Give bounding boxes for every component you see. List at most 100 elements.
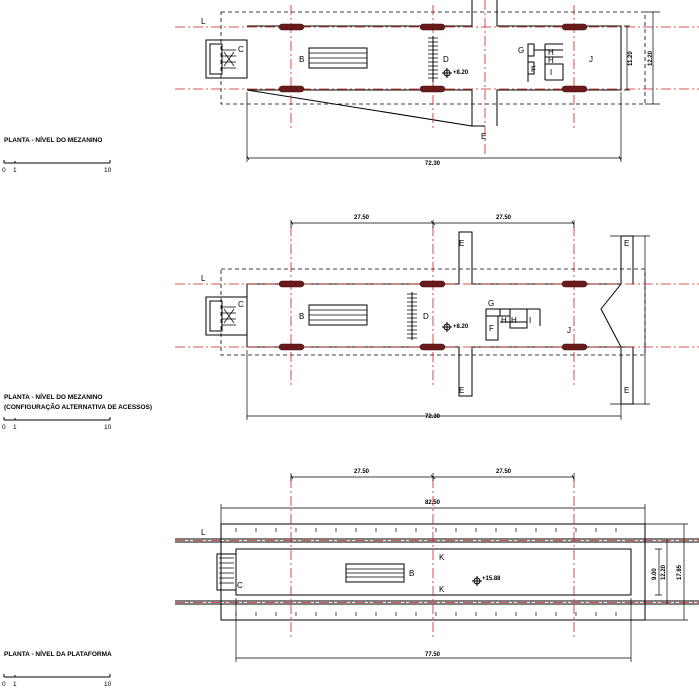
svg-text:C: C xyxy=(238,300,244,309)
svg-text:+15.88: +15.88 xyxy=(482,576,501,582)
svg-text:G: G xyxy=(488,299,494,308)
svg-text:27.50: 27.50 xyxy=(354,469,370,475)
svg-text:H: H xyxy=(548,48,554,57)
svg-text:B: B xyxy=(299,55,304,64)
dimension-lines xyxy=(220,473,688,662)
svg-text:10: 10 xyxy=(104,424,112,431)
svg-text:9.00: 9.00 xyxy=(652,568,658,580)
svg-text:E: E xyxy=(481,132,486,141)
level-marker: +8.20 xyxy=(442,68,469,78)
svg-text:I: I xyxy=(550,68,552,77)
edge-ticks xyxy=(235,528,617,532)
rooms-ghif xyxy=(485,308,541,341)
column xyxy=(278,280,305,288)
svg-text:L: L xyxy=(201,274,206,283)
escalator xyxy=(308,304,368,326)
svg-text:82.50: 82.50 xyxy=(425,500,441,506)
svg-text:B: B xyxy=(409,569,414,578)
svg-text:D: D xyxy=(443,55,449,64)
svg-text:B: B xyxy=(299,312,304,321)
column xyxy=(561,85,588,93)
column xyxy=(278,85,305,93)
svg-text:+8.20: +8.20 xyxy=(453,324,469,330)
column xyxy=(561,280,588,288)
mezzanine-body xyxy=(246,0,622,127)
svg-text:72.30: 72.30 xyxy=(425,414,441,420)
svg-text:E: E xyxy=(459,386,464,395)
svg-text:F: F xyxy=(531,65,536,74)
level-marker: +8.20 xyxy=(442,322,469,332)
stair-run xyxy=(209,300,223,332)
plan-caption: PLANTA - NÍVEL DO MEZANINO xyxy=(4,135,102,144)
escalator xyxy=(308,47,368,69)
svg-text:+8.20: +8.20 xyxy=(453,70,469,76)
rooms-ghif xyxy=(527,43,564,82)
platform-inner xyxy=(235,548,632,596)
svg-text:12.20: 12.20 xyxy=(648,50,654,66)
mezzanine-body xyxy=(246,231,623,397)
svg-text:27.50: 27.50 xyxy=(496,469,512,475)
svg-text:17.85: 17.85 xyxy=(677,564,683,580)
column xyxy=(278,23,305,31)
svg-text:10: 10 xyxy=(104,681,112,688)
svg-text:1: 1 xyxy=(13,681,17,688)
column xyxy=(278,343,305,351)
level-marker: +15.88 xyxy=(472,576,501,586)
svg-text:L: L xyxy=(201,17,206,26)
plan-mezzanine: +8.20 72.30 11.20 12.20 L B C D G H H I … xyxy=(175,0,699,167)
svg-text:E: E xyxy=(624,239,629,248)
svg-text:1: 1 xyxy=(13,424,17,431)
svg-text:C: C xyxy=(237,581,243,590)
svg-text:77.50: 77.50 xyxy=(425,652,441,658)
svg-text:H: H xyxy=(501,316,507,325)
svg-text:H: H xyxy=(511,316,517,325)
svg-text:K: K xyxy=(439,585,445,594)
column xyxy=(561,23,588,31)
svg-text:72.30: 72.30 xyxy=(425,161,441,167)
svg-text:K: K xyxy=(439,553,445,562)
svg-text:27.50: 27.50 xyxy=(354,215,370,221)
stair-block xyxy=(205,296,248,336)
svg-text:J: J xyxy=(589,55,593,64)
plan-platform: +15.88 27.50 27.50 82.50 77.50 9.00 12.2… xyxy=(175,469,699,662)
plan-caption: PLANTA - NÍVEL DA PLATAFORMA xyxy=(4,649,112,658)
svg-text:C: C xyxy=(238,45,244,54)
svg-text:0: 0 xyxy=(2,424,6,431)
svg-text:E: E xyxy=(459,239,464,248)
scale-bar: 0 1 10 xyxy=(2,160,112,174)
column xyxy=(419,280,446,288)
svg-text:12.20: 12.20 xyxy=(661,564,667,580)
column xyxy=(419,85,446,93)
svg-text:11.20: 11.20 xyxy=(628,51,634,66)
plan-mezzanine-alt: +8.20 27.50 27.50 72.30 L B C D G H H I … xyxy=(175,215,699,420)
svg-text:H: H xyxy=(548,56,554,65)
svg-text:0: 0 xyxy=(2,167,6,174)
stair-lines xyxy=(222,49,236,69)
scale-bar: 0 1 10 xyxy=(2,417,112,431)
stair-d xyxy=(407,292,417,340)
column xyxy=(561,343,588,351)
plan-caption: PLANTA - NÍVEL DO MEZANINO xyxy=(4,392,102,401)
svg-text:I: I xyxy=(529,316,531,325)
svg-text:0: 0 xyxy=(2,681,6,688)
track-rails xyxy=(175,538,699,605)
svg-text:D: D xyxy=(423,312,429,321)
stair-lines xyxy=(222,306,236,326)
column xyxy=(419,23,446,31)
escalator xyxy=(345,563,405,583)
svg-text:L: L xyxy=(201,528,206,537)
stair-lines xyxy=(219,557,234,584)
dimension-lines xyxy=(246,220,650,420)
column xyxy=(419,343,446,351)
edge-ticks xyxy=(235,612,617,616)
plan-caption-sub: (CONFIGURAÇÃO ALTERNATIVA DE ACESSOS) xyxy=(4,402,152,411)
stair-run xyxy=(209,43,223,75)
stair-block xyxy=(216,553,237,591)
access-e xyxy=(620,346,634,405)
dimension-lines xyxy=(246,11,660,162)
svg-text:27.50: 27.50 xyxy=(496,215,512,221)
svg-text:1: 1 xyxy=(13,167,17,174)
svg-text:10: 10 xyxy=(104,167,112,174)
svg-text:F: F xyxy=(489,324,494,333)
